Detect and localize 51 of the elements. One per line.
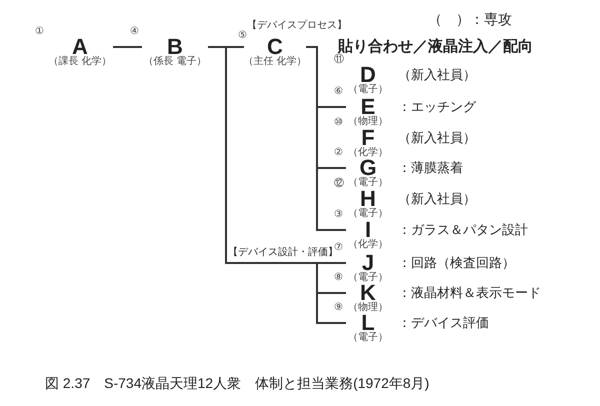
member-letter: D <box>360 66 376 84</box>
position-major-text: （物理） <box>348 116 388 128</box>
position-major-text: （電子） <box>348 177 388 189</box>
member-letter: I <box>364 221 372 239</box>
circled-number: ① <box>35 26 44 37</box>
member-letter: E <box>360 98 376 116</box>
member-letter: G <box>359 159 377 177</box>
position-major-text: （化学） <box>348 147 388 159</box>
position-major-text: （化学） <box>348 239 388 251</box>
duty-text: 貼り合わせ／液晶注入／配向 <box>338 38 533 55</box>
duty-text: ：液晶材料＆表示モード <box>398 284 541 302</box>
duty-text: ：ガラス＆パタン設計 <box>398 221 528 239</box>
circled-number: ⑫ <box>334 178 344 189</box>
duty-text: ：薄膜蒸着 <box>398 159 463 177</box>
legend-note: （ ）：専攻 <box>428 10 512 28</box>
duty-text: （新入社員） <box>398 129 476 147</box>
duty-text: ：回路（検査回路） <box>398 254 515 272</box>
group-heading: 【デバイスプロセス】 <box>247 20 347 32</box>
connector-line <box>306 46 346 231</box>
circled-number: ⑦ <box>334 242 343 253</box>
position-major-text: （電子） <box>348 84 388 96</box>
position-major-text: （電子） <box>348 272 388 284</box>
duty-text: ：エッチング <box>398 98 476 116</box>
member-letter: H <box>360 190 376 208</box>
duty-text: （新入社員） <box>398 66 476 84</box>
duty-text: （新入社員） <box>398 190 476 208</box>
circled-number: ② <box>334 147 343 158</box>
circled-number: ⑧ <box>334 272 343 283</box>
member-letter: J <box>362 254 374 272</box>
member-letter: F <box>361 129 375 147</box>
duty-text: ：デバイス評価 <box>398 314 489 332</box>
member-letter: L <box>361 314 375 332</box>
position-major-text: （課長 化学） <box>48 56 112 68</box>
circled-number: ⑪ <box>334 54 344 65</box>
member-letter: K <box>360 284 376 302</box>
member-letter: B <box>167 38 183 56</box>
position-major-text: （電子） <box>348 208 388 220</box>
figure-caption: 図 2.37 S-734液晶天理12人衆 体制と担当業務(1972年8月) <box>45 374 430 392</box>
connector-line <box>113 46 142 48</box>
circled-number: ⑤ <box>238 30 247 41</box>
position-major-text: （電子） <box>348 332 388 344</box>
position-major-text: （主任 化学） <box>244 56 306 68</box>
circled-number: ⑩ <box>334 117 343 128</box>
circled-number: ③ <box>334 209 343 220</box>
member-letter: A <box>72 38 88 56</box>
member-letter: C <box>267 38 283 56</box>
circled-number: ⑥ <box>334 86 343 97</box>
circled-number: ④ <box>130 26 139 37</box>
circled-number: ⑨ <box>334 302 343 313</box>
position-major-text: （物理） <box>348 302 388 314</box>
position-major-text: （係長 電子） <box>144 56 206 68</box>
